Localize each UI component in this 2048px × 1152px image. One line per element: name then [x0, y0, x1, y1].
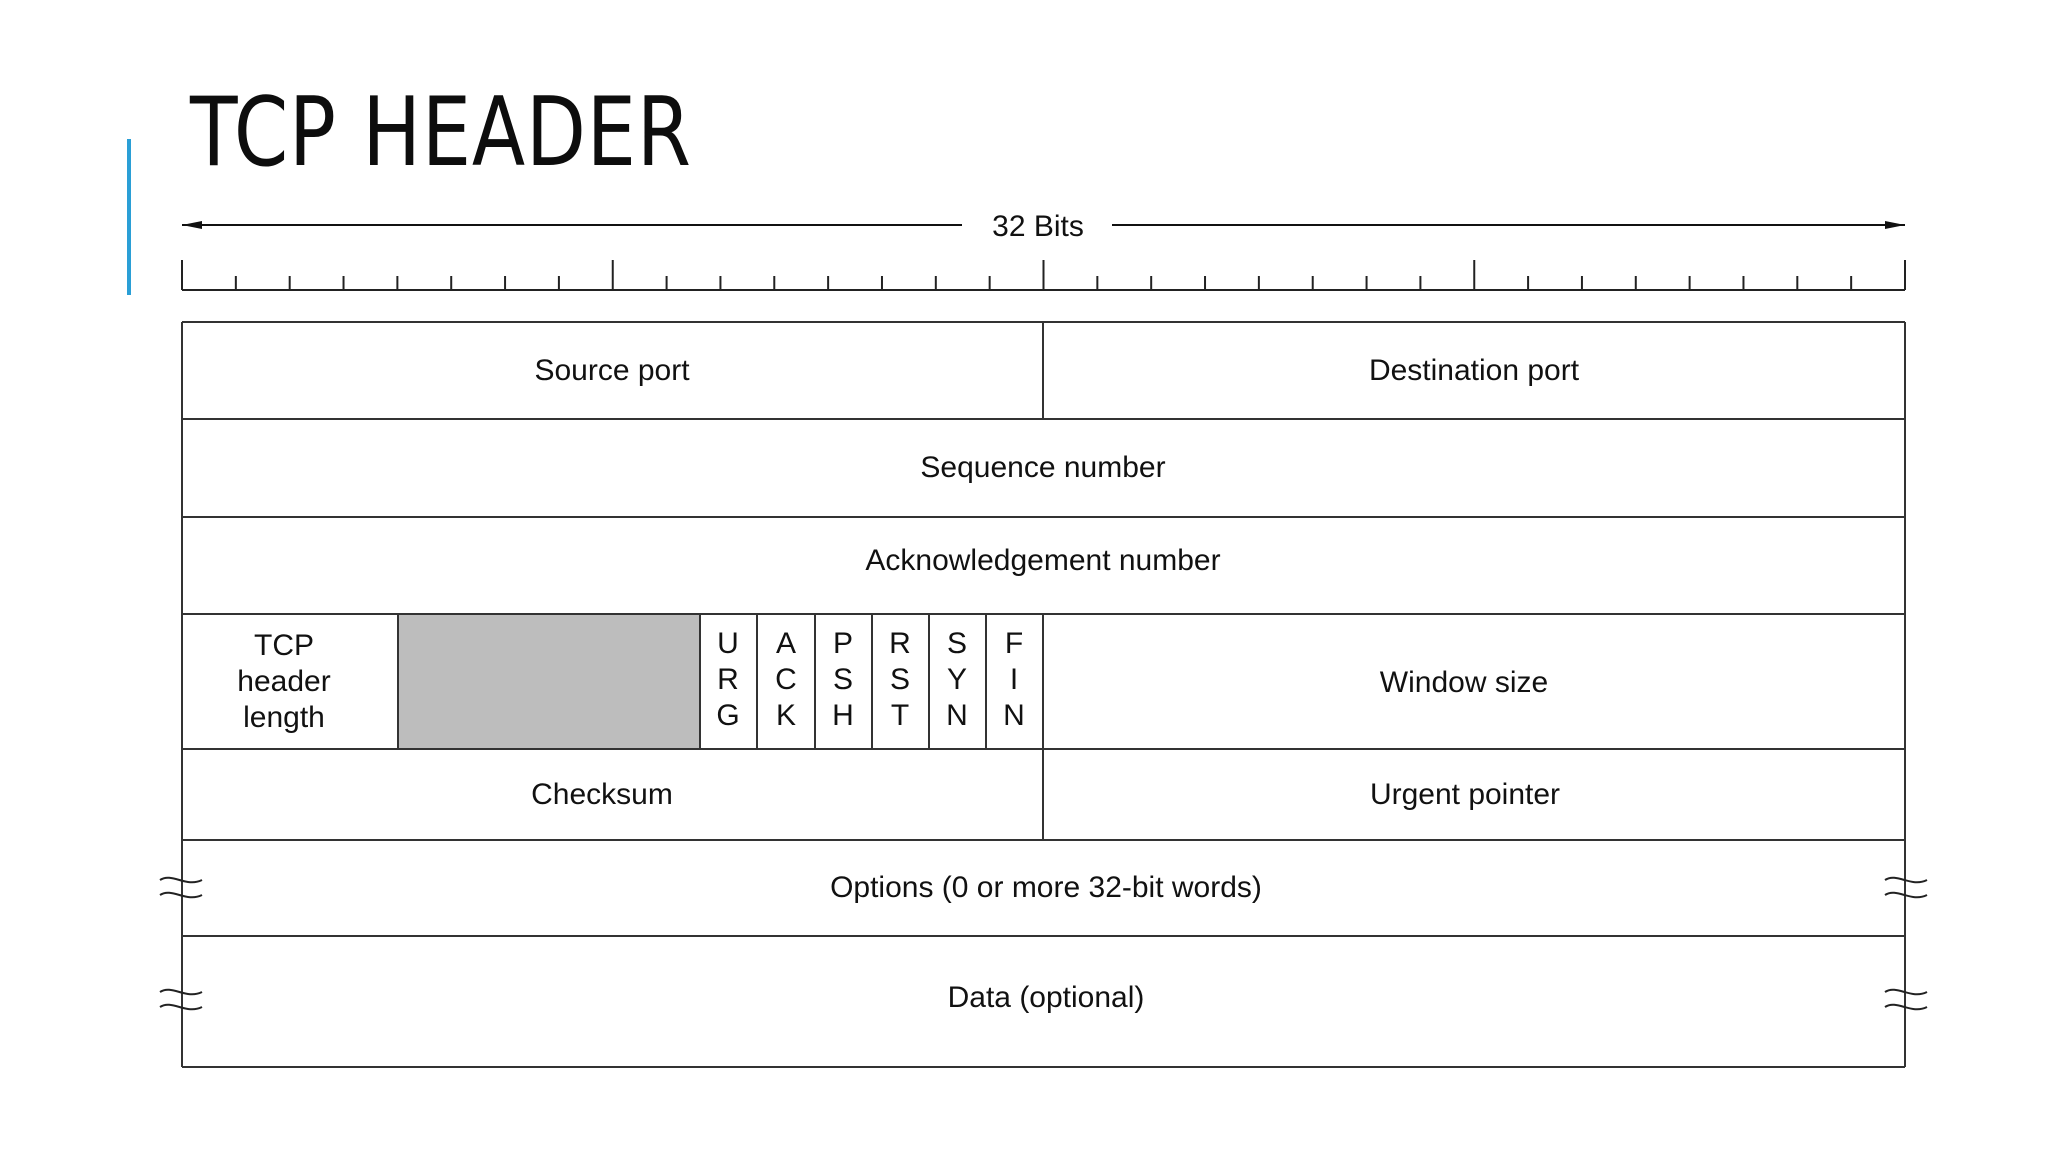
flag-syn-3: N — [946, 699, 968, 732]
flag-syn-2: Y — [947, 663, 967, 696]
options-break-left-icon-2 — [159, 891, 203, 899]
flag-rst-1: R — [889, 627, 911, 660]
row-break-marks — [159, 876, 1928, 1011]
bit-ruler — [181, 260, 1906, 291]
checksum-label: Checksum — [531, 778, 673, 811]
field-labels: Source port Destination port Sequence nu… — [237, 354, 1579, 1014]
destination-port-label: Destination port — [1369, 354, 1580, 387]
flag-psh-3: H — [832, 699, 854, 732]
flag-ack-3: K — [776, 699, 796, 732]
options-break-left-icon — [159, 876, 203, 884]
data-break-right-icon — [1884, 988, 1928, 996]
flag-syn-1: S — [947, 627, 967, 660]
reserved-bits-block — [399, 615, 699, 748]
flag-rst-3: T — [891, 699, 909, 732]
flag-urg-2: R — [717, 663, 739, 696]
bit-width-label: 32 Bits — [992, 210, 1084, 243]
field-grid — [181, 321, 1906, 1068]
flag-rst-2: S — [890, 663, 910, 696]
ack-number-label: Acknowledgement number — [865, 544, 1220, 577]
flag-fin-3: N — [1003, 699, 1025, 732]
window-size-label: Window size — [1380, 666, 1548, 699]
data-break-right-icon-2 — [1884, 1003, 1928, 1011]
data-break-left-icon-2 — [159, 1003, 203, 1011]
flag-urg-3: G — [716, 699, 739, 732]
data-label: Data (optional) — [948, 981, 1145, 1014]
flag-fin-1: F — [1005, 627, 1023, 660]
source-port-label: Source port — [534, 354, 690, 387]
data-break-left-icon — [159, 988, 203, 996]
flag-fin-2: I — [1010, 663, 1018, 696]
bit-width-arrow: 32 Bits — [182, 210, 1905, 243]
slide-title: TCP HEADER — [190, 78, 692, 188]
header-length-line-1: TCP — [254, 629, 314, 662]
flag-psh-1: P — [833, 627, 853, 660]
flag-psh-2: S — [833, 663, 853, 696]
flag-urg-1: U — [717, 627, 739, 660]
accent-bar — [127, 139, 131, 295]
flag-ack-2: C — [775, 663, 797, 696]
flag-ack-1: A — [776, 627, 796, 660]
options-label: Options (0 or more 32-bit words) — [830, 871, 1262, 904]
header-length-line-3: length — [243, 701, 325, 734]
options-break-right-icon-2 — [1884, 891, 1928, 899]
options-break-right-icon — [1884, 876, 1928, 884]
header-length-line-2: header — [237, 665, 330, 698]
sequence-number-label: Sequence number — [920, 451, 1165, 484]
urgent-pointer-label: Urgent pointer — [1370, 778, 1560, 811]
